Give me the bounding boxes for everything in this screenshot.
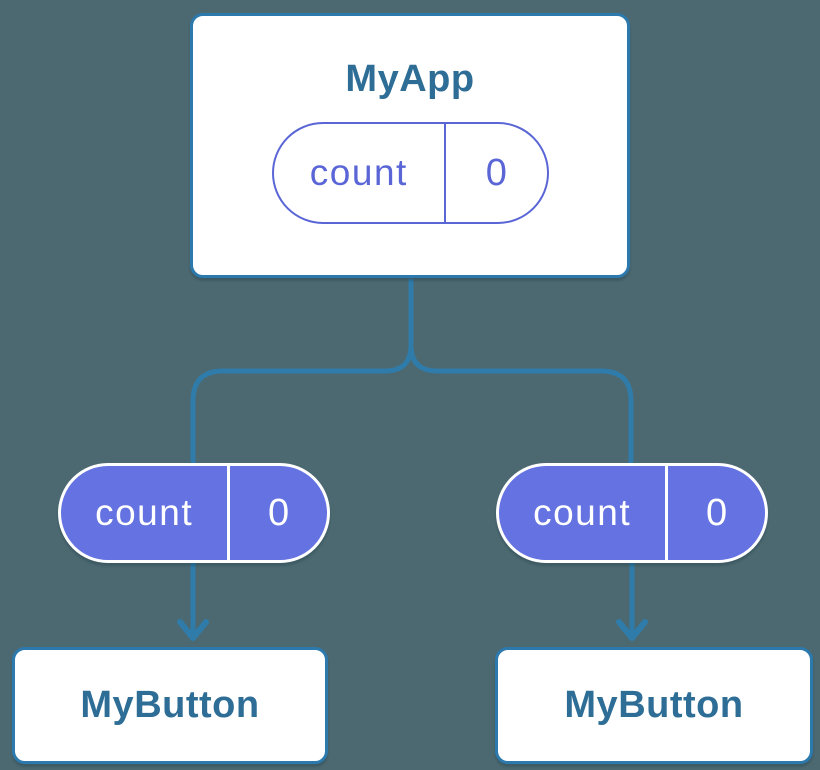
- arrow-down-icon: [616, 619, 648, 641]
- prop-pill-right-label: count: [533, 492, 632, 533]
- prop-pill-left-label: count: [95, 492, 194, 533]
- prop-pill-left-value: 0: [268, 491, 290, 534]
- branch-left-line: [190, 279, 414, 464]
- node-mybutton-right: MyButton: [495, 647, 813, 764]
- prop-pill-right: count 0: [496, 463, 768, 563]
- node-myapp: MyApp count 0: [190, 13, 630, 278]
- pill-divider: [444, 124, 447, 222]
- node-myapp-title: MyApp: [345, 58, 475, 100]
- prop-pill-left: count 0: [58, 463, 330, 563]
- node-mybutton-left: MyButton: [12, 647, 328, 764]
- node-mybutton-right-title: MyButton: [564, 684, 744, 726]
- state-pill-label: count: [309, 152, 408, 193]
- arrow-down-icon: [177, 619, 209, 641]
- prop-pill-right-value: 0: [706, 491, 728, 534]
- node-mybutton-left-title: MyButton: [80, 684, 260, 726]
- state-pill-value: 0: [485, 151, 507, 194]
- branch-right-line: [408, 279, 634, 464]
- pill-divider: [227, 466, 231, 560]
- pill-divider: [665, 466, 669, 560]
- state-pill: count 0: [271, 122, 549, 224]
